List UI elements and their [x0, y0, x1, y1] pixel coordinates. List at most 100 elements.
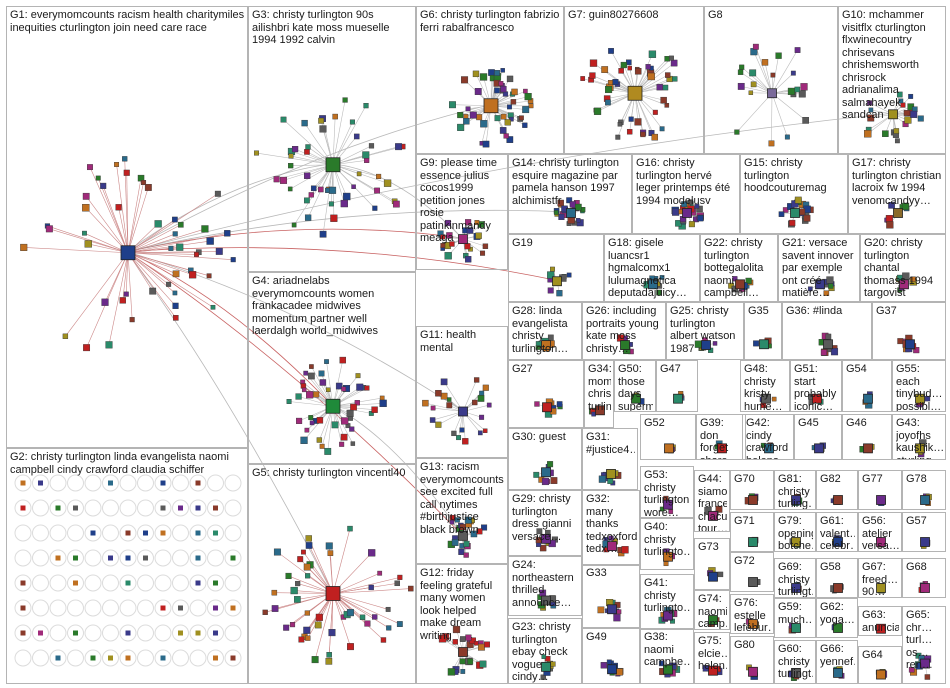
network-node	[533, 471, 540, 478]
network-node	[660, 96, 667, 104]
hub-node	[748, 666, 758, 677]
group-panel-g44: G44: siamo france chacun tour…	[694, 470, 730, 532]
hub-node	[920, 658, 930, 669]
hub-node	[458, 530, 468, 541]
group-label: G45	[798, 417, 819, 429]
network-node	[473, 377, 480, 383]
group-label: G34: momich18 christy turlington	[588, 363, 611, 413]
hub-node	[483, 98, 499, 114]
cross-group-edge	[126, 209, 571, 253]
isolate-node	[102, 574, 119, 592]
group-label: G78	[906, 473, 927, 485]
network-node	[482, 428, 488, 433]
cluster-edge	[332, 593, 400, 625]
group-label: G10: mchammer visitflx cturlington flxwi…	[842, 9, 926, 121]
cluster-edge	[277, 551, 334, 594]
group-cluster-g33	[597, 599, 622, 622]
network-node	[621, 546, 629, 554]
network-node	[620, 61, 627, 69]
hub-node	[673, 393, 683, 404]
hub-node	[606, 469, 616, 479]
group-cluster-g30	[533, 461, 558, 486]
network-node	[325, 657, 333, 665]
network-node	[354, 400, 360, 406]
network-node	[659, 126, 665, 132]
network-node	[355, 373, 361, 379]
network-node	[303, 370, 309, 376]
network-node	[372, 614, 378, 620]
network-node	[172, 302, 179, 309]
group-label: G74: naomi camp…	[698, 593, 727, 630]
network-node	[522, 106, 530, 114]
isolate-node-icon	[55, 505, 61, 511]
group-panel-g28: G28: linda evangelista christy turlingto…	[508, 302, 582, 360]
network-node	[480, 120, 488, 128]
group-label: G40: christy turlingto…	[644, 521, 691, 558]
network-node	[95, 175, 101, 181]
network-node	[704, 506, 712, 515]
cluster-edge	[256, 152, 334, 166]
cluster-edge	[108, 252, 129, 345]
network-node	[547, 271, 555, 279]
cluster-edge	[332, 593, 351, 647]
network-node	[444, 252, 452, 260]
group-cluster-g19	[547, 266, 572, 297]
isolate-node	[154, 499, 172, 517]
hub-node	[541, 533, 551, 544]
group-cluster-g1	[20, 156, 236, 352]
group-cluster-g24	[537, 589, 557, 611]
group-panel-g25: G25: christy turlington albert watson 19…	[666, 302, 744, 360]
network-node	[627, 65, 632, 71]
group-cluster-g53	[659, 495, 674, 514]
isolate-node	[172, 524, 189, 542]
group-cluster-g25	[694, 337, 718, 353]
isolate-node	[119, 599, 137, 617]
isolate-node	[154, 524, 172, 542]
group-panel-g12: G12: friday feeling grateful many women …	[416, 564, 508, 684]
network-node	[305, 635, 311, 641]
network-node	[168, 245, 174, 251]
network-node	[528, 103, 534, 109]
network-node	[753, 340, 760, 347]
network-node	[123, 291, 129, 297]
network-node	[422, 399, 429, 407]
network-node	[447, 668, 456, 676]
isolate-node-icon	[213, 655, 218, 661]
group-label: G41: christy turlingto…	[644, 577, 691, 614]
isolate-node	[119, 549, 137, 567]
network-node	[488, 69, 495, 76]
isolate-node	[189, 549, 207, 567]
hub-node	[833, 583, 843, 593]
group-panel-g21: G21: versace savent innover par exemple …	[778, 234, 860, 302]
group-cluster-g43	[915, 439, 927, 458]
network-node	[479, 390, 485, 396]
group-label: G24: northeastern thrilled announce…	[512, 559, 574, 609]
network-node	[465, 219, 472, 226]
group-panel-g35: G35	[744, 302, 782, 360]
group-label: G43: joyofhs kaushik… cturling…	[896, 417, 943, 459]
network-node	[291, 222, 297, 228]
network-node	[290, 586, 298, 595]
group-cluster-g54	[862, 391, 873, 409]
network-node	[651, 133, 659, 141]
group-panel-g54: G54	[842, 360, 892, 412]
isolate-node-icon	[143, 530, 148, 536]
isolate-node	[119, 624, 137, 642]
group-label: G27	[512, 363, 533, 375]
network-node	[465, 106, 471, 112]
network-node	[318, 186, 324, 193]
network-node	[556, 401, 563, 407]
isolate-node-icon	[125, 580, 131, 586]
network-node	[462, 438, 469, 445]
group-panel-g38: G38: naomi campbe…	[640, 628, 694, 684]
hub-node	[120, 245, 136, 261]
group-label: G77	[862, 473, 883, 485]
network-node	[715, 505, 723, 513]
group-panel-g50: G50: those days superm…	[614, 360, 656, 412]
cluster-edge	[308, 545, 334, 594]
isolate-node-icon	[90, 655, 96, 661]
network-node	[540, 674, 546, 680]
cluster-edge	[771, 93, 806, 121]
network-node	[784, 134, 790, 140]
hub-node	[791, 537, 801, 547]
